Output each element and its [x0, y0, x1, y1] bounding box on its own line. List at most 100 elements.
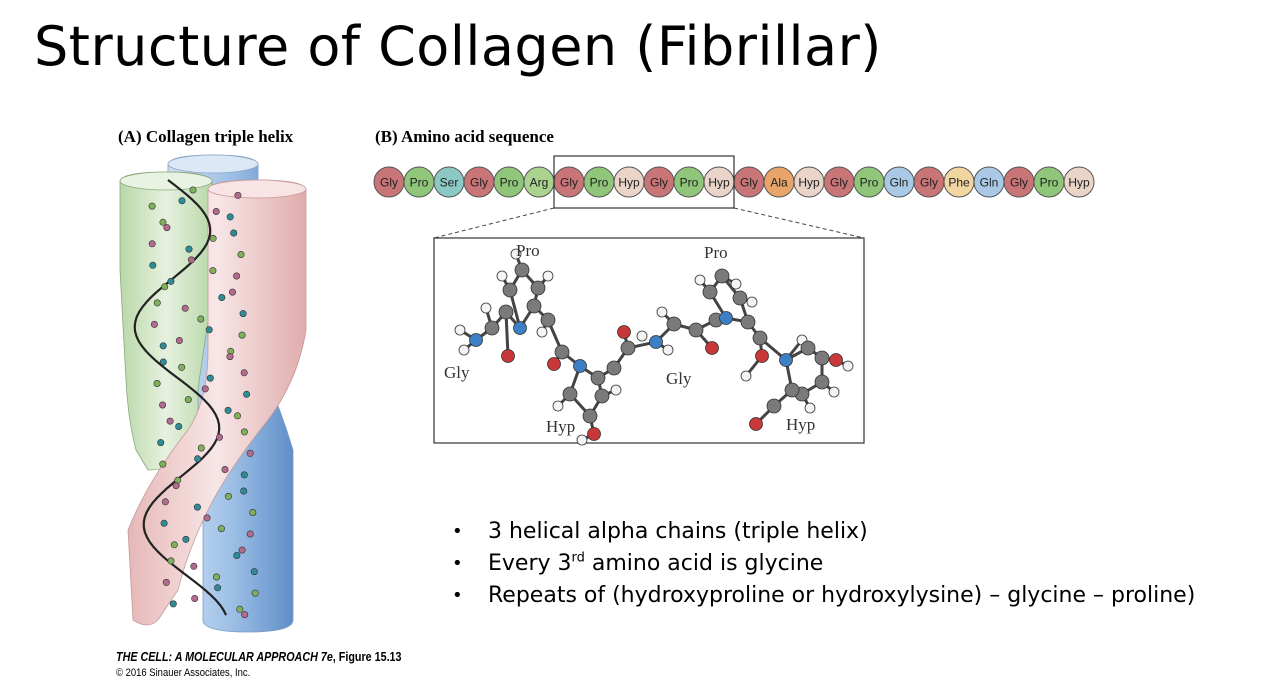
residue-label: Hyp — [1068, 176, 1090, 190]
atom — [480, 302, 492, 314]
atom — [804, 402, 816, 414]
inset-label-pro-2: Pro — [704, 243, 728, 262]
sequence-residue-pro: Pro — [583, 166, 615, 198]
atom — [752, 330, 768, 346]
helix-atom — [159, 218, 167, 226]
helix-atom — [226, 213, 234, 221]
helix-atom — [159, 342, 167, 350]
helix-atom — [216, 433, 224, 441]
atom — [606, 360, 622, 376]
helix-atom — [159, 401, 167, 409]
helix-atom — [170, 541, 178, 549]
helix-atom — [233, 272, 241, 280]
atom — [530, 280, 546, 296]
atom — [730, 278, 742, 290]
atom — [666, 316, 682, 332]
atom — [458, 344, 470, 356]
residue-label: Ala — [770, 176, 788, 190]
slide-title: Structure of Collagen (Fibrillar) — [34, 15, 882, 78]
atom — [814, 374, 830, 390]
sequence-residue-hyp: Hyp — [1063, 166, 1095, 198]
bullet-item: •3 helical alpha chains (triple helix) — [452, 516, 1195, 548]
atom — [649, 335, 663, 349]
figure-credit: THE CELL: A MOLECULAR APPROACH 7e, Figur… — [116, 649, 448, 681]
helix-atom — [238, 331, 246, 339]
helix-atom — [182, 535, 190, 543]
inset-label-gly-1: Gly — [444, 363, 470, 382]
residue-label: Gly — [470, 176, 488, 190]
atom — [542, 270, 554, 282]
residue-label: Hyp — [618, 176, 640, 190]
helix-atom — [159, 358, 167, 366]
residue-label: Gly — [650, 176, 668, 190]
helix-backbone — [133, 179, 228, 616]
helix-atom — [240, 369, 248, 377]
helix-atom — [251, 589, 259, 597]
helix-atom — [230, 229, 238, 237]
residue-label: Gly — [740, 176, 758, 190]
helix-atom — [149, 261, 157, 269]
atom — [719, 311, 733, 325]
atom — [749, 417, 763, 431]
molecular-inset: Pro Pro Gly Gly Hyp Hyp — [433, 207, 865, 446]
helix-atom — [191, 594, 199, 602]
residue-label: Pro — [680, 176, 699, 190]
helix-atom — [233, 551, 241, 559]
sequence-residue-pro: Pro — [403, 166, 435, 198]
helix-atom — [234, 412, 242, 420]
atom — [573, 359, 587, 373]
helix-atom — [213, 573, 221, 581]
helix-atom — [246, 449, 254, 457]
helix-atom — [209, 267, 217, 275]
helix-atom — [201, 385, 209, 393]
helix-atom — [178, 197, 186, 205]
atom — [617, 325, 631, 339]
helix-atom — [197, 444, 205, 452]
sequence-residue-gln: Gln — [973, 166, 1005, 198]
helix-atom — [203, 514, 211, 522]
helix-atom — [162, 578, 170, 586]
inset-label-hyp-2: Hyp — [786, 415, 815, 434]
helix-atom — [243, 390, 251, 398]
inset-label-hyp-1: Hyp — [546, 417, 575, 436]
atom — [514, 262, 530, 278]
helix-atom — [153, 299, 161, 307]
atom — [620, 340, 636, 356]
helix-atom — [150, 320, 158, 328]
atom — [502, 282, 518, 298]
atom — [554, 344, 570, 360]
atom — [590, 370, 606, 386]
residue-label: Pro — [500, 176, 519, 190]
helix-atom — [221, 465, 229, 473]
helix-atom — [249, 508, 257, 516]
residue-label: Gly — [920, 176, 938, 190]
inset-label-gly-2: Gly — [666, 369, 692, 388]
atom — [526, 298, 542, 314]
helix-atom — [205, 326, 213, 334]
bullet-list: •3 helical alpha chains (triple helix) •… — [452, 516, 1195, 612]
helix-atom — [167, 277, 175, 285]
sequence-residue-phe: Phe — [943, 166, 975, 198]
helix-atom — [240, 428, 248, 436]
atom — [828, 386, 840, 398]
helix-atom — [236, 605, 244, 613]
helix-atom — [237, 251, 245, 259]
helix-atom — [238, 546, 246, 554]
helix-atom — [224, 492, 232, 500]
bullet-item: •Every 3rd amino acid is glycine — [452, 548, 1195, 580]
helix-atom — [160, 519, 168, 527]
helix-atom — [163, 224, 171, 232]
residue-label: Hyp — [798, 176, 820, 190]
helix-atom — [161, 498, 169, 506]
credit-figure: , Figure 15.13 — [332, 650, 402, 664]
helix-atom — [241, 611, 249, 619]
sequence-residue-gly: Gly — [373, 166, 405, 198]
residue-label: Gln — [980, 176, 999, 190]
helix-atom — [184, 396, 192, 404]
helix-atom — [175, 422, 183, 430]
sequence-residue-gly: Gly — [463, 166, 495, 198]
atom — [636, 330, 648, 342]
helix-atom — [217, 525, 225, 533]
atom — [800, 340, 816, 356]
atom — [513, 321, 527, 335]
